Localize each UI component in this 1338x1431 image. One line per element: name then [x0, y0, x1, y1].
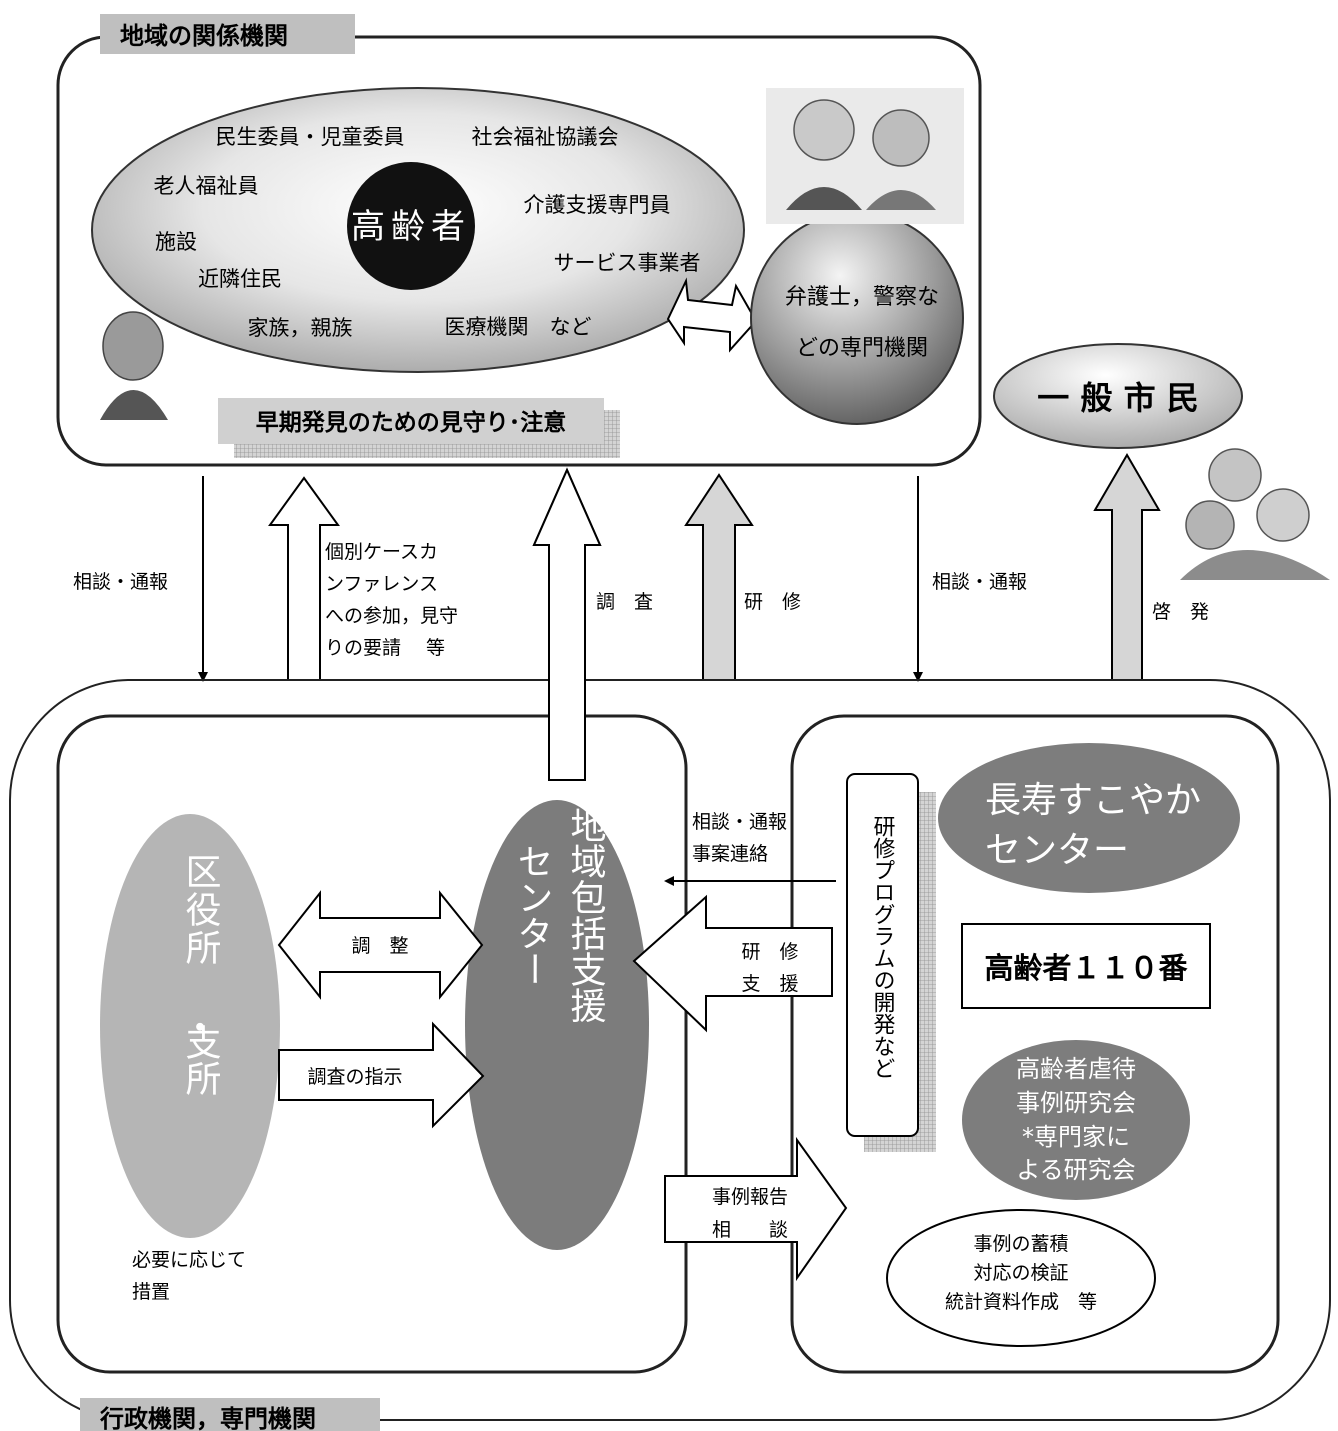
study-group-oval: [962, 1040, 1190, 1200]
member-label: サービス事業者: [554, 251, 701, 275]
community-title: 地域の関係機関: [120, 22, 288, 50]
adjust-double-arrow: [277, 890, 484, 1000]
elderly-circle: [347, 162, 475, 290]
watch-banner-label: 早期発見のための見守り･注意: [256, 409, 567, 436]
conference-arrow: [268, 476, 340, 681]
survey-arrow-overlay: [532, 467, 602, 781]
member-label: 社会福祉協議会: [472, 125, 619, 149]
accumulation-label: 統計資料作成 等: [945, 1291, 1097, 1313]
admin-outer-frame: [9, 679, 1331, 1421]
study-group-label: 事例研究会: [1016, 1089, 1136, 1117]
specialist-label: どの専門機関: [796, 336, 928, 361]
elderly-label: 高齢者: [351, 207, 471, 247]
longevity-center-oval: [938, 743, 1240, 893]
ward-office-label: 区役所: [180, 853, 221, 967]
study-group-label: *専門家に: [1022, 1123, 1130, 1151]
support-center-label: 地域包括支援: [565, 807, 606, 1023]
consult-notify-label-left: 相談・通報: [73, 571, 168, 593]
case-report-arrow: [664, 1136, 848, 1282]
specialist-circle: [750, 211, 964, 425]
accumulation-oval: [886, 1209, 1156, 1347]
support-center-label: センター: [512, 843, 553, 987]
elderly-person-illustration: [100, 311, 168, 420]
professionals-illustration: [766, 88, 964, 224]
hotline-label: 高齢者１１０番: [984, 951, 1188, 985]
conference-label: ンファレンス: [325, 573, 438, 595]
ward-office-oval: [100, 814, 280, 1238]
accumulation-label: 事例の蓄積: [973, 1233, 1068, 1255]
member-label: 家族，親族: [248, 316, 353, 340]
admin-title: 行政機関，専門機関: [99, 1405, 316, 1431]
accumulation-label: 対応の検証: [973, 1262, 1068, 1284]
admin-title-tab: [80, 1398, 380, 1431]
member-label: 介護支援専門員: [524, 193, 671, 217]
survey-order-label: 調査の指示: [307, 1066, 402, 1088]
study-group-label: よる研究会: [1016, 1156, 1135, 1184]
conference-label: りの要請 等: [325, 637, 445, 659]
member-label: 施設: [155, 230, 197, 254]
survey-label: 調 査: [596, 591, 653, 613]
ward-office-label: 支所: [180, 1024, 221, 1096]
measures-label: 措置: [132, 1281, 170, 1303]
training-support-arrow: [632, 894, 833, 1033]
ward-office-label: ・: [182, 1008, 218, 1049]
program-dev-box: [846, 773, 919, 1137]
enlighten-label: 啓 発: [1152, 601, 1209, 623]
enlighten-arrow: [1093, 453, 1161, 681]
support-center-oval: [465, 800, 649, 1250]
survey-order-arrow: [278, 1021, 485, 1129]
member-label: 民生委員・児童委員: [216, 125, 405, 149]
training-support-label: 支 援: [741, 973, 798, 995]
consult-notify-inner-label: 事案連絡: [692, 843, 768, 865]
program-dev-label: 研修プログラムの開発など: [870, 815, 896, 1079]
measures-label: 必要に応じて: [132, 1249, 246, 1271]
member-label: 医療機関 など: [445, 315, 592, 339]
citizens-illustration: [1180, 448, 1330, 580]
conference-label: 個別ケースカ: [325, 541, 438, 563]
case-report-label: 相 談: [712, 1219, 788, 1241]
study-group-label: 高齢者虐待: [1016, 1055, 1136, 1083]
case-report-label: 事例報告: [712, 1186, 788, 1208]
consult-notify-inner-label: 相談・通報: [692, 811, 787, 833]
community-title-tab: [100, 14, 355, 54]
member-label: 老人福祉員: [154, 174, 259, 198]
consult-notify-label-right: 相談・通報: [932, 571, 1027, 593]
watch-banner: [218, 398, 604, 444]
conference-label: への参加，見守: [325, 605, 458, 627]
longevity-center-label: センター: [985, 830, 1129, 871]
citizens-oval: [993, 343, 1243, 449]
specialist-label: 弁護士，警察な: [785, 285, 939, 310]
member-label: 近隣住民: [198, 267, 282, 291]
citizens-label: 一 般 市 民: [1037, 379, 1198, 417]
training-label: 研 修: [744, 591, 801, 613]
training-arrow: [684, 473, 754, 681]
longevity-center-label: 長寿すこやか: [985, 780, 1201, 821]
training-support-label: 研 修: [741, 941, 798, 963]
adjust-label: 調 整: [351, 935, 408, 957]
hotline-box: [961, 923, 1211, 1009]
